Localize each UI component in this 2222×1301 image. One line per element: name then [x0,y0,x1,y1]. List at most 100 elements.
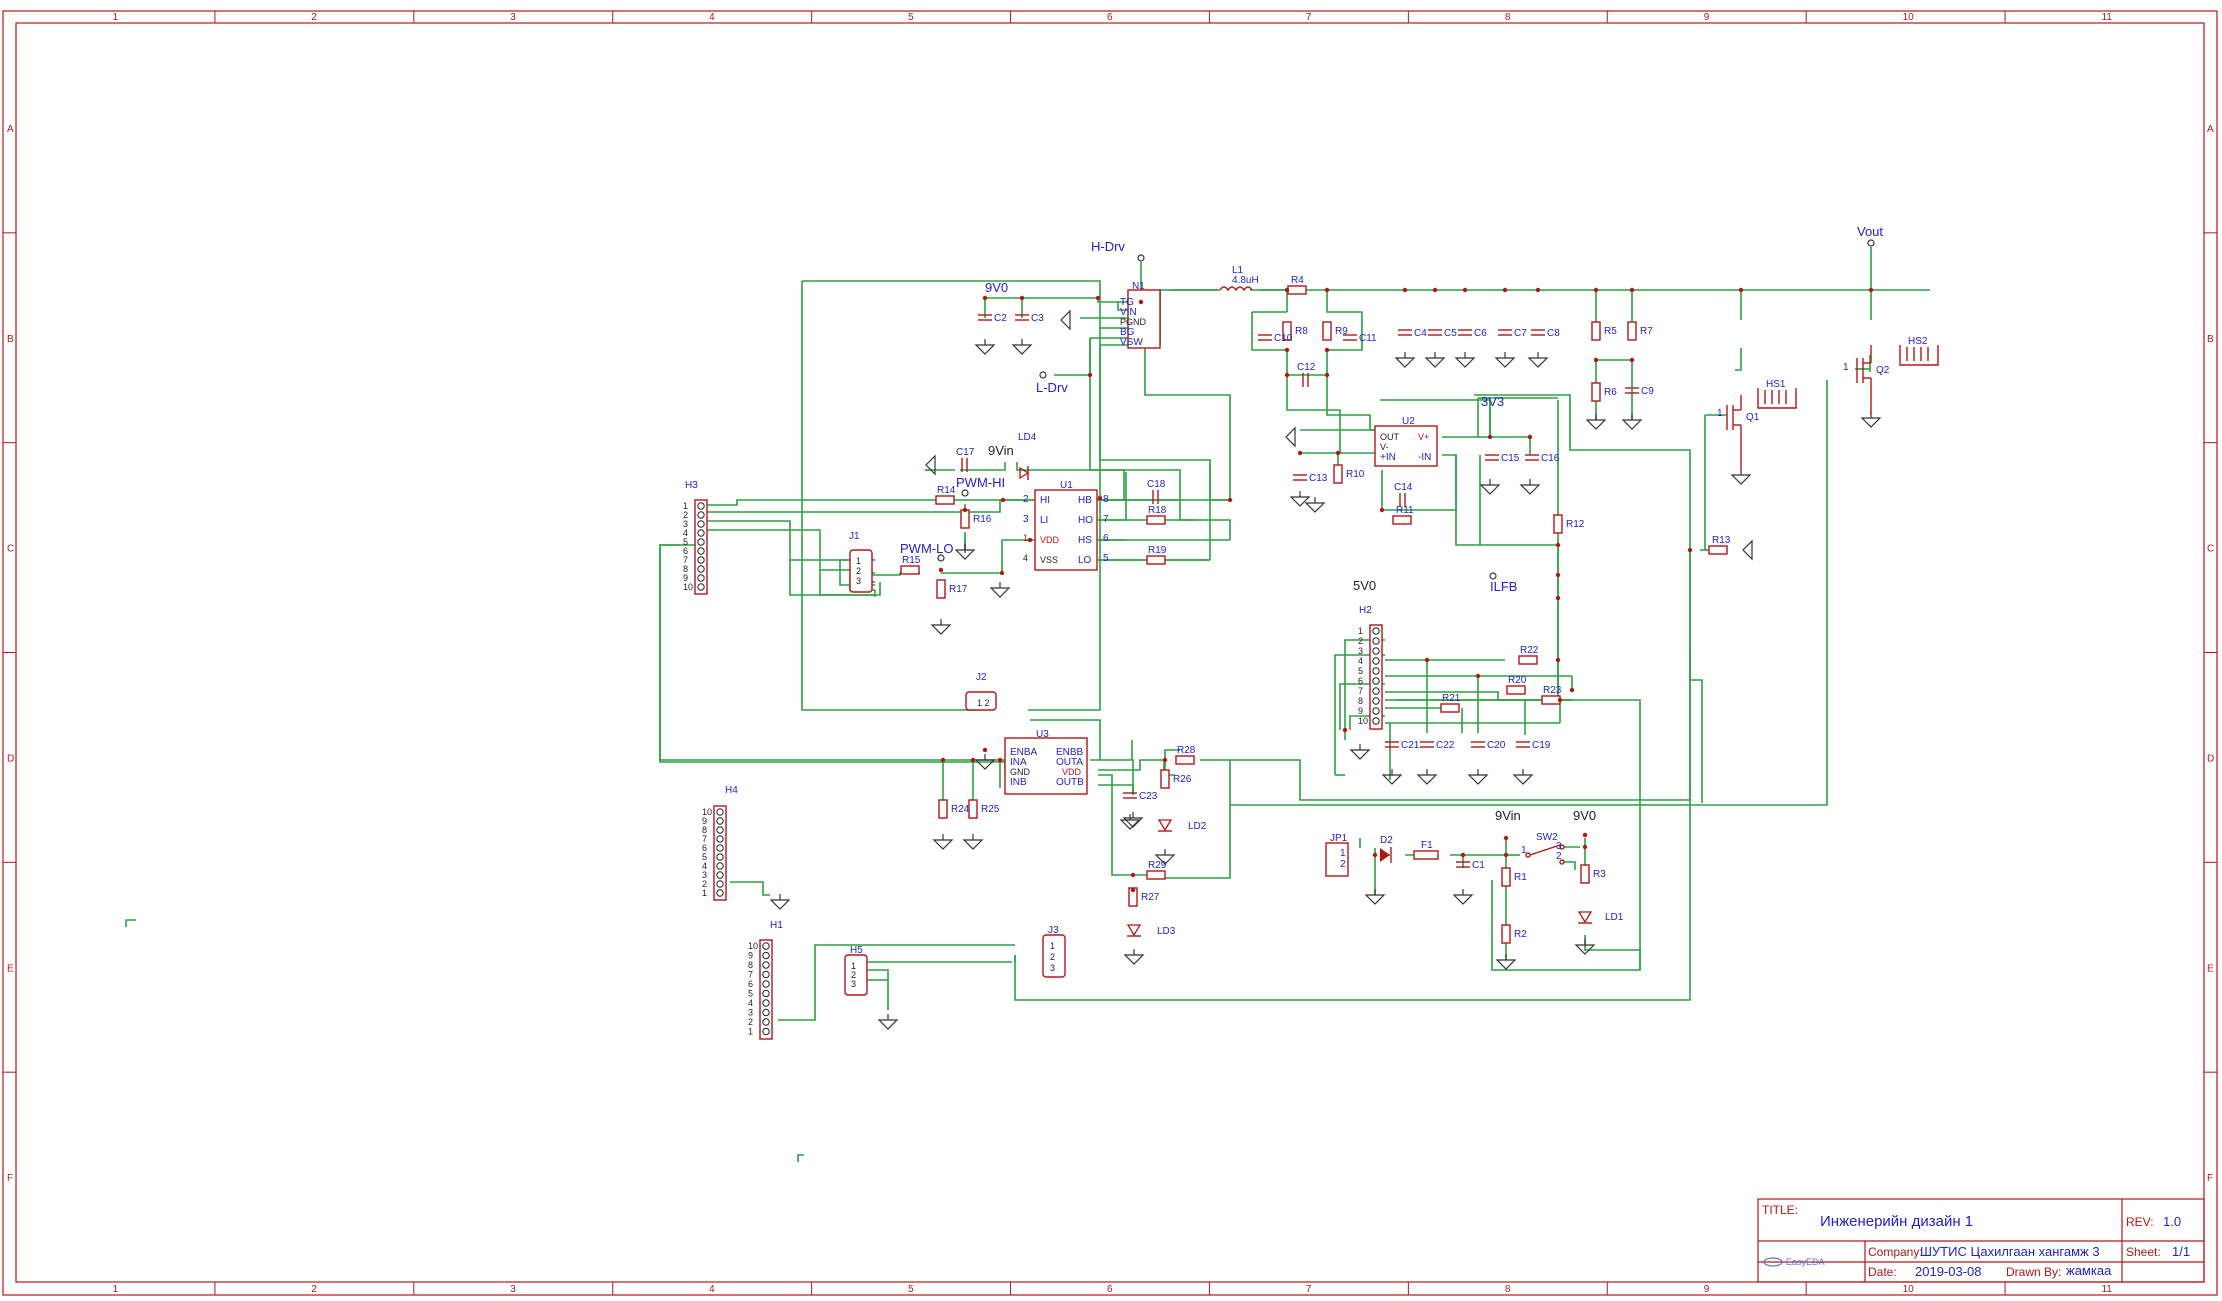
svg-text:Vout: Vout [1857,224,1883,239]
svg-text:LD3: LD3 [1157,926,1176,937]
resistor-label: R28 [1177,745,1196,756]
frame-col-top: 4 [709,12,715,23]
resistor-label: R6 [1604,387,1617,398]
svg-text:L-Drv: L-Drv [1036,380,1068,395]
junction-dot [982,295,988,301]
junction-dot [1557,697,1563,703]
resistor-body [968,799,978,819]
frame-col-bottom: 5 [908,1284,914,1295]
svg-text:6: 6 [1103,533,1109,544]
junction-dot [1527,434,1533,440]
frame-col-top: 9 [1704,12,1710,23]
ground-icon [1349,749,1371,760]
frame-row-left: A [7,124,14,135]
svg-text:U1: U1 [1060,480,1073,491]
frame-col-bottom: 8 [1505,1284,1511,1295]
ground-icon [769,899,791,910]
svg-text:1: 1 [851,961,856,971]
header-pin [762,980,770,988]
header-pin-number: 3 [683,519,688,529]
header-pin-number: 8 [683,564,688,574]
resistor-label: R21 [1442,693,1461,704]
resistor-label: R4 [1291,275,1304,286]
svg-text:INB: INB [1010,777,1027,788]
header-pin [1372,667,1380,675]
title-value: Инженерийн дизайн 1 [1820,1213,1973,1230]
svg-text:LD2: LD2 [1188,821,1207,832]
frame-col-bottom: 10 [1903,1284,1915,1295]
resistor-label: R13 [1712,535,1731,546]
svg-text:Q1: Q1 [1746,412,1760,423]
header-pin [762,1027,770,1036]
svg-text:V+: V+ [1418,432,1429,442]
svg-text:PWM-LO: PWM-LO [900,541,953,556]
resistor-body [1553,514,1563,534]
ground-icon [1304,502,1326,513]
svg-text:8: 8 [1103,494,1109,505]
ground-icon [1123,954,1145,965]
frame-col-top: 3 [510,12,516,23]
header-pin [716,889,724,897]
junction-dot [1130,887,1136,893]
connector-j2: J2 1 2 [965,672,997,711]
resistor-body [1591,321,1601,341]
ground-icon [1730,474,1752,485]
frame-col-top: 2 [311,12,317,23]
junction-dot [970,757,976,763]
svg-text:3V3: 3V3 [1481,394,1504,409]
svg-text:HS2: HS2 [1908,336,1928,347]
resistor-body [1580,864,1590,884]
ground-icon [1454,357,1476,368]
junction-dot [1284,372,1290,378]
svg-text:1: 1 [1521,845,1527,856]
junction-dot [1593,287,1599,293]
svg-text:1: 1 [1717,408,1723,419]
resistor-label: R22 [1520,645,1539,656]
svg-text:OUTB: OUTB [1056,777,1084,788]
junction-dot [938,567,944,573]
connector-j1: J1 1 2 3 [849,531,873,593]
junction-dot [1227,497,1233,503]
header-pin [697,547,705,555]
frame-col-bottom: 9 [1704,1284,1710,1295]
resistor-body [1708,545,1728,555]
junction-dot [1402,287,1408,293]
header-label: H3 [685,480,698,491]
header-pin-number: 4 [748,998,753,1008]
capacitor-label: C12 [1297,362,1316,373]
resistor-body [1501,867,1511,887]
resistor-body [1392,515,1412,525]
mosfet-q2: Q2 1 [1843,345,1890,415]
rev-value: 1.0 [2163,1214,2181,1229]
ground-icon [1512,774,1534,785]
frame-col-bottom: 7 [1306,1284,1312,1295]
connector-j3: J3 1 2 3 [1042,925,1066,978]
date-label: Date: [1868,1265,1897,1279]
svg-text:3: 3 [1023,514,1029,525]
resistor-label: R9 [1335,326,1348,337]
ground-icon [1011,344,1033,355]
svg-text:-IN: -IN [1418,452,1431,463]
junction-dot [1462,287,1468,293]
header-pin-number: 3 [702,870,707,880]
ground-icon [974,759,996,770]
header-pin-number: 7 [683,555,688,565]
frame-row-right: B [2207,334,2214,345]
capacitor-label: C6 [1474,328,1487,339]
header-pin [762,942,770,950]
capacitor-label: C2 [994,313,1007,324]
frame-row-right: F [2207,1173,2213,1184]
svg-text:J1: J1 [849,531,860,542]
capacitor-label: C5 [1444,328,1457,339]
resistor-body [1541,695,1561,705]
ground-icon [925,454,936,476]
rev-label: REV: [2126,1215,2154,1229]
ground-icon [1416,774,1438,785]
frame-col-top: 1 [112,12,118,23]
frame-row-left: F [7,1173,13,1184]
resistor-label: R7 [1640,326,1653,337]
resistor-label: R24 [951,804,970,815]
led-ld1: LD1 [1577,911,1624,924]
svg-text:9Vin: 9Vin [988,443,1014,458]
ground-icon [1742,539,1753,561]
